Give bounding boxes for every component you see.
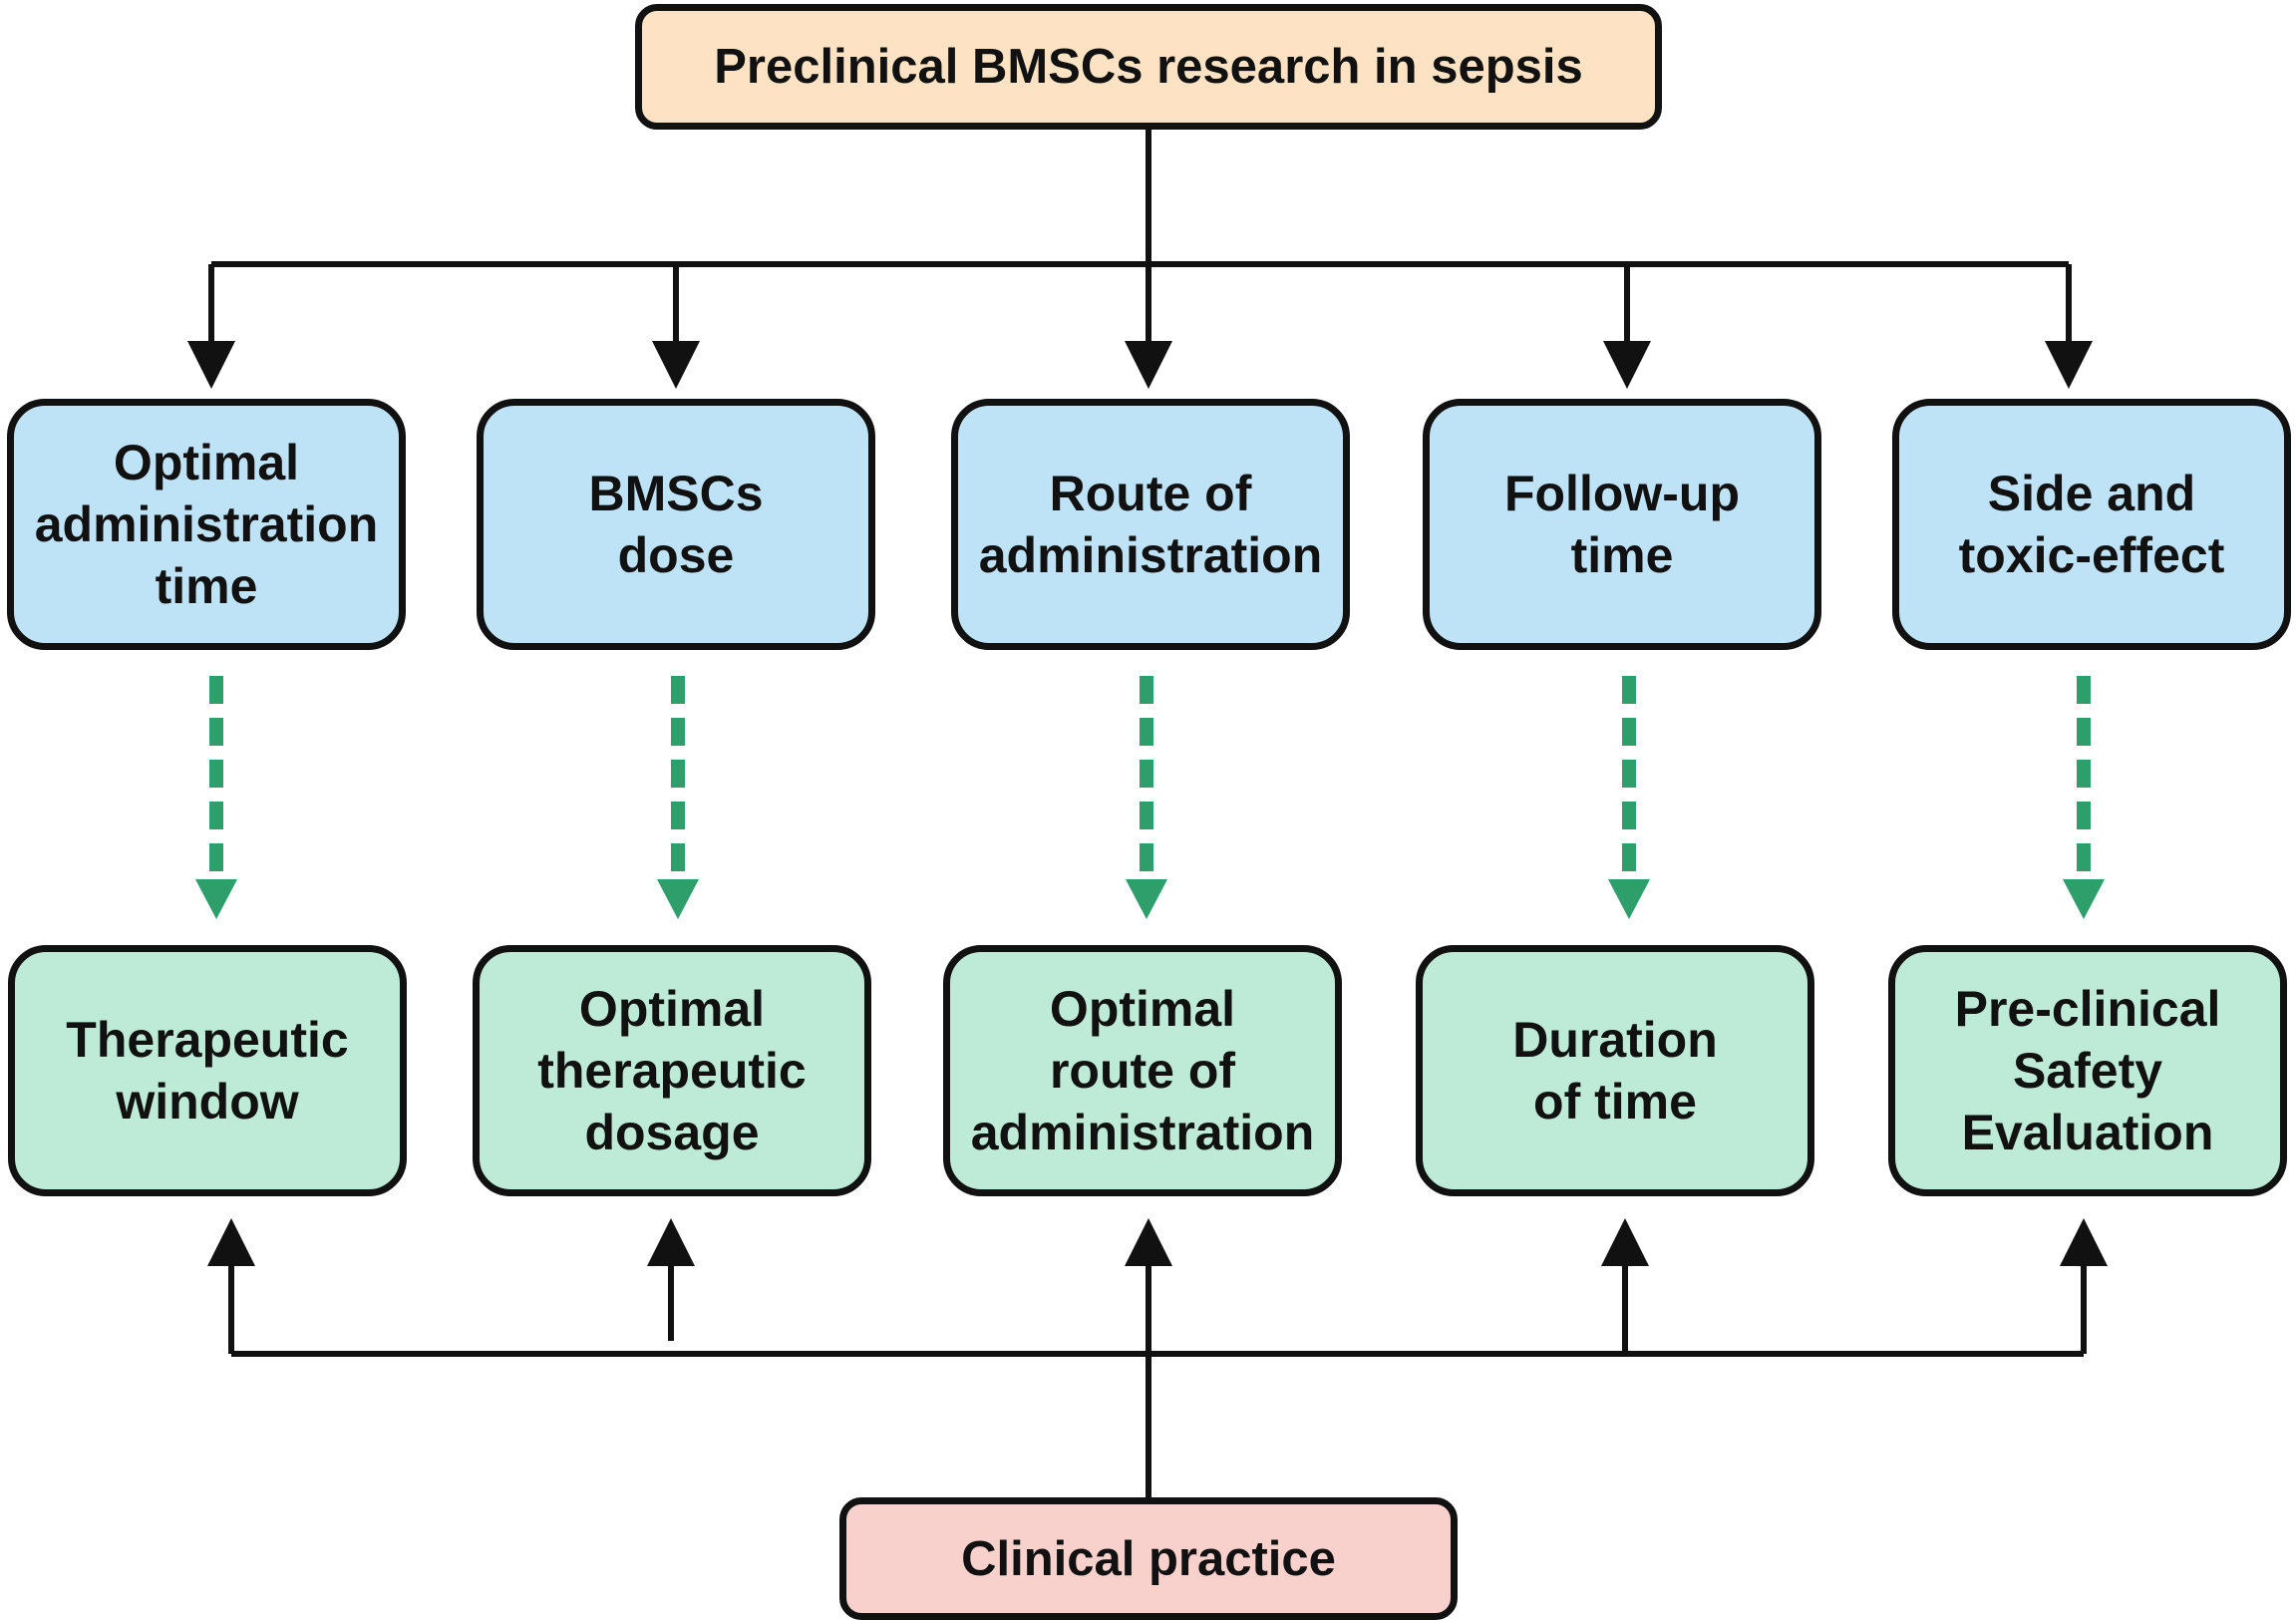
factor-box-bmscs-dose: BMSCs dose: [477, 399, 875, 650]
factor-box-route: Route of administration: [951, 399, 1350, 650]
factor-box-administration-time: Optimal administration time: [7, 399, 406, 650]
title-text: Preclinical BMSCs research in sepsis: [714, 40, 1583, 94]
outcome-label: Optimal therapeutic dosage: [537, 981, 807, 1160]
outcome-label: Therapeutic window: [66, 1012, 349, 1130]
outcome-box-safety: Pre-clinical Safety Evaluation: [1888, 945, 2287, 1196]
dashed-arrow-5: [2063, 676, 2105, 919]
outcome-label: Optimal route of administration: [970, 981, 1315, 1160]
factor-label: Route of administration: [978, 466, 1323, 583]
dashed-arrow-4: [1608, 676, 1650, 919]
factor-box-side-effect: Side and toxic-effect: [1892, 399, 2291, 650]
outcome-label: Duration of time: [1512, 1012, 1718, 1130]
outcome-box-route: Optimal route of administration: [943, 945, 1342, 1196]
title-box: Preclinical BMSCs research in sepsis: [635, 4, 1662, 130]
outcome-label: Pre-clinical Safety Evaluation: [1954, 981, 2221, 1160]
factor-label: Follow-up time: [1503, 466, 1741, 583]
factor-label: Side and toxic-effect: [1958, 466, 2225, 583]
outcome-box-duration: Duration of time: [1416, 945, 1814, 1196]
factor-box-follow-up: Follow-up time: [1423, 399, 1821, 650]
outcome-box-therapeutic-window: Therapeutic window: [8, 945, 407, 1196]
dashed-arrow-2: [657, 676, 699, 919]
factor-label: BMSCs dose: [588, 466, 764, 583]
dashed-arrow-1: [195, 676, 237, 919]
clinical-practice-text: Clinical practice: [961, 1531, 1336, 1586]
clinical-practice-box: Clinical practice: [839, 1497, 1458, 1620]
dashed-arrow-3: [1126, 676, 1167, 919]
factor-label: Optimal administration time: [34, 435, 379, 614]
outcome-box-dosage: Optimal therapeutic dosage: [473, 945, 871, 1196]
